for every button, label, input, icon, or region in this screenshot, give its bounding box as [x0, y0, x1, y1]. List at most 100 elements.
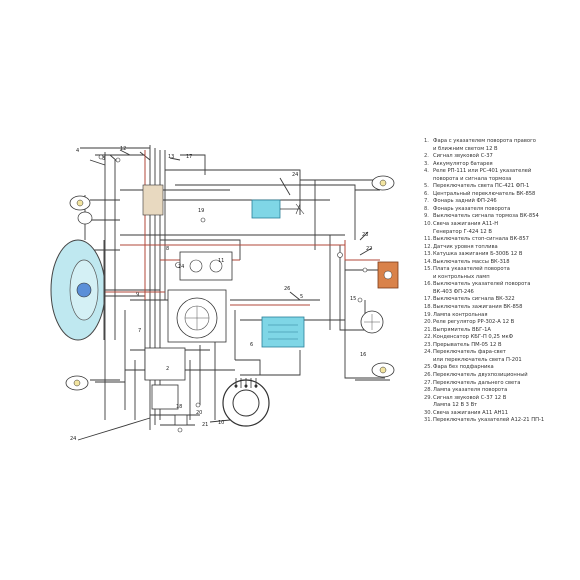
legend-item-text: Датчик уровня топлива	[433, 243, 498, 250]
legend-item-text: Переключатель указателей А12-21 ПП-1	[433, 417, 545, 424]
legend-item-text: Переключатель дальнего света	[433, 379, 521, 386]
generator	[222, 378, 270, 427]
legend-item-text: Свеча зажигания А11-Н	[433, 221, 499, 228]
legend-item: 2.Сигнал звуковой С-37	[424, 153, 574, 161]
callout-number: 12	[120, 146, 126, 152]
legend-item: 10.Свеча зажигания А11-Н	[424, 221, 574, 229]
legend-item-number: 3.	[424, 160, 429, 167]
legend-item-text: Переключатель света ПС-421 ФП-1	[433, 183, 530, 190]
legend-item-text: Фара без подфарника	[433, 364, 494, 371]
legend-item-text: Лампа контрольная	[433, 311, 488, 318]
legend-item-text: Выключатель стоп-сигнала ВК-857	[433, 236, 529, 243]
legend-item: 1.Фара с указателем поворота правого	[424, 138, 574, 146]
legend-item-text: и контрольных ламп	[433, 273, 490, 280]
legend-item-number: 31.	[424, 417, 433, 424]
callout-number: 24	[70, 436, 76, 442]
turn-signal-front-left	[69, 195, 91, 211]
legend-item-text: Выключатель массы ВК-318	[433, 258, 510, 265]
legend-item-number: 29.	[424, 394, 433, 401]
legend-item: 30.Свеча зажигания А11 АН11	[424, 410, 574, 418]
legend-item-number: 9.	[424, 213, 429, 220]
legend-item-text: Фонарь указателя поворота	[433, 205, 511, 212]
legend-item: 11.Выключатель стоп-сигнала ВК-857	[424, 236, 574, 244]
wiring-diagram: 1213171924232226814971125615161820211034…	[50, 145, 399, 442]
legend-item-number: 21.	[424, 326, 433, 333]
callout-number: 3	[102, 156, 105, 162]
legend-item: 24.Переключатель фара-свет	[424, 349, 574, 357]
instrument-cluster	[167, 289, 227, 343]
callout-number: 4	[76, 148, 79, 154]
ignition-switch-block	[144, 347, 188, 426]
legend-item-text: Выключатель указателей поворота	[433, 281, 531, 288]
legend-item: 13.Катушка зажигания Б-300Б 12 В	[424, 251, 574, 259]
legend-item-text: Выключатель сигнала ВК-322	[433, 296, 515, 303]
legend-item-text: Реле регулятор РР-302-А 12 В	[433, 319, 515, 326]
legend-item: 6.Центральный переключатель ВК-858	[424, 191, 574, 199]
legend-item: или переключатель света П-201	[424, 357, 574, 365]
legend-item: 29.Сигнал звуковой С-37 12 В	[424, 395, 574, 403]
legend-item-text: Лампа 12 В 3 Вт	[433, 402, 478, 409]
callout-number: 22	[366, 246, 372, 252]
legend-item-number: 25.	[424, 364, 433, 371]
legend-item: 8.Фонарь указателя поворота	[424, 206, 574, 214]
legend-item-number: 10.	[424, 221, 433, 228]
legend-item-number: 28.	[424, 387, 433, 394]
horn	[77, 211, 93, 225]
red-wires	[90, 150, 380, 306]
legend-item: 23.Прерыватель ПМ-05 12 В	[424, 342, 574, 350]
wire-harness	[75, 145, 390, 441]
legend-item-number: 14.	[424, 258, 433, 265]
legend-item-text: Выпрямитель ВБГ-1А	[433, 326, 491, 333]
legend-item-text: Лампа указателя поворота	[433, 387, 508, 394]
callout-number: 18	[176, 404, 182, 410]
legend-item-text: или переключатель света П-201	[433, 356, 522, 363]
legend-item: 4. Реле РП-111 или РС-401 указателей	[424, 168, 574, 176]
legend-item-text: Аккумулятор батарея	[433, 160, 493, 167]
legend-item-number: 4.	[424, 168, 429, 175]
callout-number: 20	[196, 410, 202, 416]
legend-item: и контрольных ламп	[424, 274, 574, 282]
callout-number: 14	[178, 264, 184, 270]
central-switch	[179, 251, 233, 281]
legend-item: 21.Выпрямитель ВБГ-1А	[424, 327, 574, 335]
legend-item: 26.Переключатель двухпозиционный	[424, 372, 574, 380]
legend-item: 27.Переключатель дальнего света	[424, 380, 574, 388]
legend-item: 20.Реле регулятор РР-302-А 12 В	[424, 319, 574, 327]
legend-item: 28.Лампа указателя поворота	[424, 387, 574, 395]
legend-item-text: Сигнал звуковой С-37 12 В	[433, 394, 507, 401]
legend-item-number: 27.	[424, 379, 433, 386]
callout-number: 21	[202, 422, 208, 428]
legend-item: поворота и сигнала тормоза	[424, 176, 574, 184]
legend-item-text: ВК-403 ФП-246	[433, 288, 474, 295]
legend-item-text: Переключатель двухпозиционный	[433, 371, 528, 378]
legend-item-text: Реле РП-111 или РС-401 указателей	[433, 168, 532, 175]
relay-regulator	[261, 316, 305, 348]
legend-item-number: 5.	[424, 183, 429, 190]
legend-item: 19.Лампа контрольная	[424, 312, 574, 320]
callout-number: 7	[138, 328, 141, 334]
legend-item-number: 13.	[424, 251, 433, 258]
legend-item-number: 1.	[424, 138, 429, 144]
legend-item-text: Выключатель сигнала тормоза ВК-854	[433, 213, 539, 220]
legend-item-number: 23.	[424, 341, 433, 348]
legend-item: ВК-403 ФП-246	[424, 289, 574, 297]
headlight	[50, 239, 106, 341]
legend-item-text: Генератор Г-424 12 В	[433, 228, 492, 235]
legend-item-number: 20.	[424, 319, 433, 326]
turn-signal-rear-left	[65, 375, 89, 391]
legend-item: 31.Переключатель указателей А12-21 ПП-1	[424, 417, 574, 425]
legend-item: 3. Аккумулятор батарея	[424, 161, 574, 169]
legend-item-text: Конденсатор КБГ-П 0,25 мкФ	[433, 334, 514, 341]
callout-number: 17	[186, 154, 192, 160]
legend-item-number: 18.	[424, 304, 433, 311]
legend-item-text: Выключатель зажигания ВК-858	[433, 304, 523, 311]
legend-item-number: 17.	[424, 296, 433, 303]
legend-item: 7.Фонарь задний ФП-246	[424, 198, 574, 206]
legend-item-number: 16.	[424, 281, 433, 288]
legend-item-number: 2.	[424, 153, 429, 160]
legend-item: Генератор Г-424 12 В	[424, 229, 574, 237]
legend-item-number: 12.	[424, 243, 433, 250]
legend-item-text: Центральный переключатель ВК-858	[433, 190, 536, 197]
